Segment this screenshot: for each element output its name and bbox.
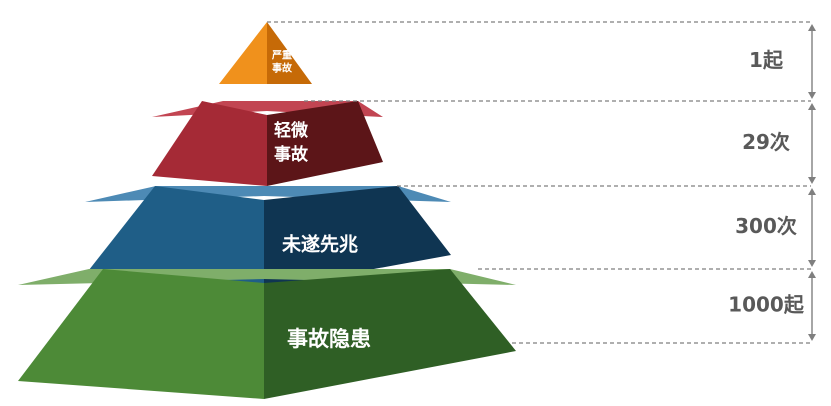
tier-face-left [219,22,267,84]
tier-face-right [267,101,383,186]
tier-face-left [18,269,264,399]
arrow-head-up [808,24,816,31]
tier-face-right [264,186,451,289]
arrow-head-up [808,103,816,110]
tier-label: 未遂先兆 [281,233,358,256]
count-label: 1000起 [728,293,805,317]
pyramid-tier-4: 事故隐患 [18,269,516,399]
pyramid-tier-3: 未遂先兆 [85,186,451,289]
count-label: 300次 [735,214,797,238]
tier-face-right [267,22,312,84]
count-label: 1起 [749,48,784,72]
arrow-head-down [808,92,816,99]
tier-label: 事故隐患 [287,327,371,351]
arrow-head-up [808,188,816,195]
tier-label: 轻微 [274,120,309,141]
tier-label: 事故 [274,144,309,165]
arrow-head-up [808,271,816,278]
count-label: 29次 [742,130,790,154]
arrow-head-down [808,177,816,184]
tier-face-right [264,269,516,399]
arrow-head-down [808,334,816,341]
tier-label: 事故 [272,62,293,75]
arrow-head-down [808,260,816,267]
tier-label: 严重 [271,49,292,62]
tier-face-left [85,186,264,289]
tier-face-left [152,101,267,186]
